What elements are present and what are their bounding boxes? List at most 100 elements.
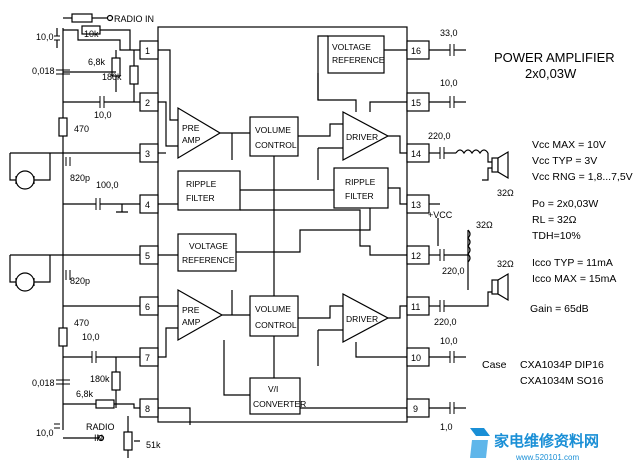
- label-c10-bottom: 10,0: [36, 428, 54, 438]
- label-32ohm-top: 32Ω: [497, 188, 514, 198]
- spec-po: Po = 2x0,03W: [532, 198, 598, 210]
- svg-text:VOLTAGE: VOLTAGE: [332, 42, 371, 52]
- svg-text:7: 7: [145, 353, 150, 363]
- external-right-network: [429, 44, 509, 414]
- volume-control-bottom: VOLUME CONTROL: [249, 295, 299, 337]
- spec-vcc-typ: Vcc TYP = 3V: [532, 155, 597, 167]
- pin-11: 11: [406, 296, 430, 316]
- voltage-reference-mid: VOLTAGE REFERENCE: [177, 233, 237, 272]
- pin-9: 9: [406, 398, 430, 418]
- spec-thd: TDH=10%: [532, 230, 581, 242]
- label-820p-top: 820p: [70, 173, 90, 183]
- svg-text:RIPPLE: RIPPLE: [186, 179, 217, 189]
- label-470-bottom: 470: [74, 318, 89, 328]
- svg-text:16: 16: [411, 46, 421, 56]
- label-c10-pin15: 10,0: [440, 78, 458, 88]
- voltage-reference-top: VOLTAGE REFERENCE: [327, 35, 385, 74]
- svg-text:CONTROL: CONTROL: [255, 140, 297, 150]
- svg-text:8: 8: [145, 404, 150, 414]
- label-c10-pin7: 10,0: [82, 332, 100, 342]
- label-c10-pin10: 10,0: [440, 336, 458, 346]
- pin-13: 13: [406, 194, 430, 214]
- ripple-filter-left: RIPPLE FILTER: [177, 170, 241, 211]
- pin-1: 1: [139, 40, 159, 60]
- preamp-bottom: PRE AMP: [177, 288, 224, 342]
- title-line1: POWER AMPLIFIER: [494, 50, 615, 65]
- pin-12: 12: [406, 245, 430, 265]
- label-51k: 51k: [146, 440, 161, 450]
- driver-bottom: DRIVER: [342, 293, 390, 343]
- svg-text:CONVERTER: CONVERTER: [253, 399, 306, 409]
- svg-text:14: 14: [411, 149, 421, 159]
- svg-text:PRE: PRE: [182, 123, 200, 133]
- label-c10-top: 10,0: [36, 32, 54, 42]
- svg-text:11: 11: [411, 302, 420, 312]
- svg-text:12: 12: [411, 251, 421, 261]
- title-line2: 2x0,03W: [525, 66, 577, 81]
- spec-icco-typ: Icco TYP = 11mA: [532, 257, 613, 269]
- svg-text:VOLUME: VOLUME: [255, 125, 291, 135]
- spec-rl: RL = 32Ω: [532, 214, 577, 226]
- label-32ohm-mid: 32Ω: [476, 220, 493, 230]
- label-100: 100,0: [96, 180, 119, 190]
- label-470-top: 470: [74, 124, 89, 134]
- svg-text:3: 3: [145, 149, 150, 159]
- svg-text:RIPPLE: RIPPLE: [345, 177, 376, 187]
- volume-control-top: VOLUME CONTROL: [249, 116, 299, 157]
- ic-body: [157, 26, 408, 423]
- label-radio-in-bottom-2: IN: [94, 433, 103, 443]
- label-radio-in-top: RADIO IN: [114, 14, 154, 24]
- svg-text:CONTROL: CONTROL: [255, 320, 297, 330]
- label-c220-12: 220,0: [442, 266, 465, 276]
- pin-4: 4: [139, 194, 159, 214]
- svg-text:PRE: PRE: [182, 305, 200, 315]
- svg-text:REFERENCE: REFERENCE: [332, 55, 385, 65]
- pin-5: 5: [139, 245, 159, 265]
- svg-text:FILTER: FILTER: [186, 193, 215, 203]
- svg-text:AMP: AMP: [182, 135, 201, 145]
- label-180k-top: 180k: [102, 72, 122, 82]
- svg-text:1: 1: [145, 46, 150, 56]
- pin-8: 8: [139, 398, 159, 418]
- internal-wiring: [158, 35, 407, 425]
- label-c33: 33,0: [440, 28, 458, 38]
- vi-converter: V/I CONVERTER: [249, 377, 306, 415]
- pin-10: 10: [406, 347, 430, 367]
- watermark-url: www.520101.com: [515, 453, 579, 462]
- spec-vcc-rng: Vcc RNG = 1,8...7,5V: [532, 171, 633, 183]
- label-10k: 10k: [84, 29, 99, 39]
- svg-text:FILTER: FILTER: [345, 191, 374, 201]
- case-line1: CXA1034P DIP16: [520, 359, 604, 371]
- spec-gain: Gain = 65dB: [530, 303, 589, 315]
- svg-text:VOLUME: VOLUME: [255, 304, 291, 314]
- ripple-filter-right: RIPPLE FILTER: [333, 167, 389, 209]
- label-c220-11: 220,0: [434, 317, 457, 327]
- svg-text:2: 2: [145, 98, 150, 108]
- label-vcc: +VCC: [428, 210, 453, 220]
- label-c220-14: 220,0: [428, 131, 451, 141]
- pin-6: 6: [139, 296, 159, 316]
- label-c10-pin9: 1,0: [440, 422, 453, 432]
- watermark: 家电维修资料网 www.520101.com: [470, 428, 599, 462]
- label-180k-bottom: 180k: [90, 374, 110, 384]
- svg-text:9: 9: [413, 404, 418, 414]
- svg-text:DRIVER: DRIVER: [346, 132, 378, 142]
- svg-text:REFERENCE: REFERENCE: [182, 255, 235, 265]
- svg-text:13: 13: [411, 200, 421, 210]
- svg-text:DRIVER: DRIVER: [346, 314, 378, 324]
- pin-2: 2: [139, 92, 159, 112]
- watermark-logo-icon: [470, 428, 490, 458]
- case-line2: CXA1034M SO16: [520, 375, 604, 387]
- label-68k-top: 6,8k: [88, 57, 106, 67]
- svg-text:V/I: V/I: [268, 384, 278, 394]
- label-68k-bottom: 6,8k: [76, 389, 94, 399]
- svg-text:5: 5: [145, 251, 150, 261]
- spec-vcc-max: Vcc MAX = 10V: [532, 139, 606, 151]
- pin-3: 3: [139, 143, 159, 163]
- label-32ohm-bottom: 32Ω: [497, 259, 514, 269]
- svg-text:4: 4: [145, 200, 150, 210]
- svg-text:VOLTAGE: VOLTAGE: [189, 241, 228, 251]
- case-label: Case: [482, 359, 507, 371]
- external-left-network: [9, 13, 140, 458]
